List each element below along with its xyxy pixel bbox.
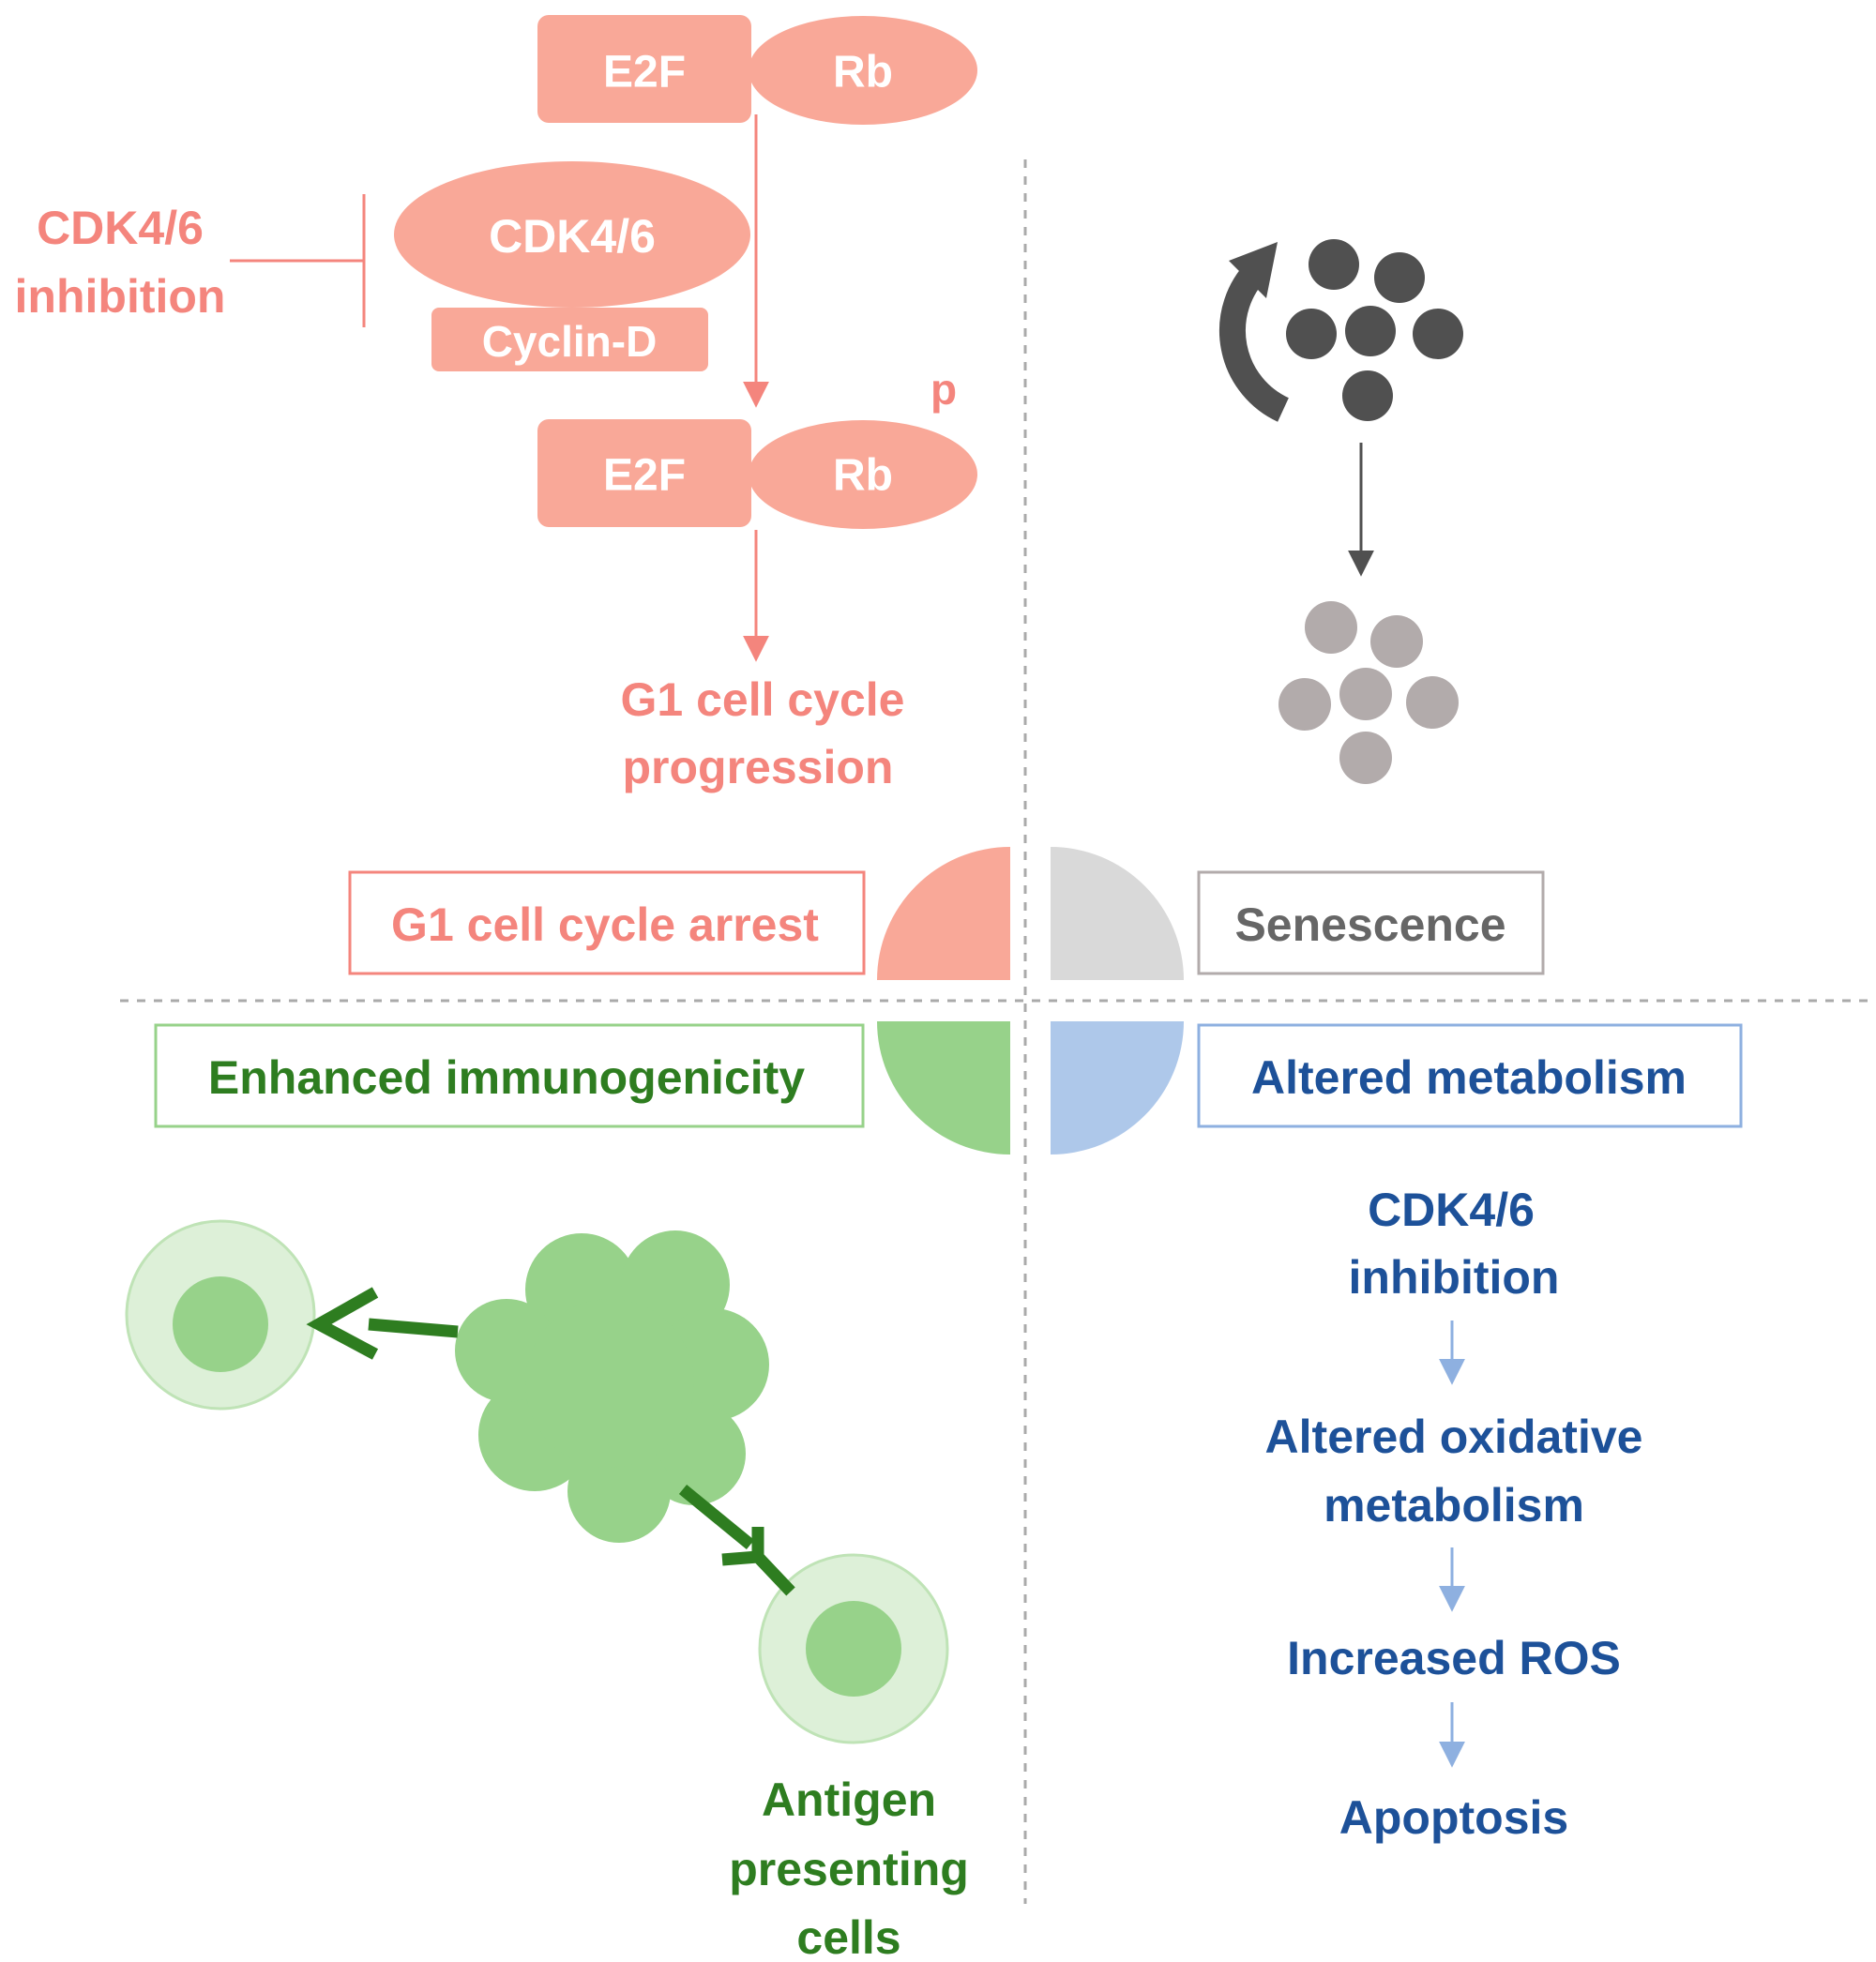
- cdk46-inhibitor: CDK4/6 inhibition: [15, 194, 366, 327]
- tumor-cell-cluster: [455, 1230, 769, 1543]
- immunogenicity-label: Enhanced immunogenicity: [208, 1051, 805, 1104]
- e2f-rb-complex-top: E2F Rb: [537, 15, 977, 125]
- dark-cell: [1342, 370, 1393, 421]
- inhibitor-label-line2: inhibition: [15, 270, 226, 323]
- cyclin-d-label: Cyclin-D: [482, 317, 658, 366]
- g1-arrest-label: G1 cell cycle arrest: [391, 898, 819, 951]
- dark-cell: [1345, 306, 1396, 356]
- apc-label-line2: presenting: [729, 1843, 969, 1895]
- metabolism-step-3: Increased ROS: [1287, 1632, 1621, 1684]
- g1-progression-line1: G1 cell cycle: [620, 673, 904, 726]
- quarter-arrest: [877, 847, 1010, 980]
- antigen-presenting-cell-left: [125, 1219, 316, 1411]
- box-immunogenicity: Enhanced immunogenicity: [154, 1023, 865, 1128]
- e2f-label-bottom: E2F: [603, 451, 686, 501]
- dark-cell: [1286, 309, 1337, 359]
- e2f-box-top: [537, 15, 751, 123]
- quarter-senescence: [1051, 847, 1184, 980]
- rb-ellipse-bottom: [749, 420, 977, 529]
- e2f-rb-pathway: E2F Rb CDK4/6 Cyclin-D CDK4/6 inhibition…: [15, 15, 977, 793]
- immune-illustration: Antigen presenting cells: [125, 1219, 969, 1962]
- center-quadrant-icons: [877, 847, 1184, 1155]
- grey-cell: [1339, 732, 1392, 784]
- senescent-cells: [1278, 601, 1459, 784]
- g1-progression-line2: progression: [623, 741, 894, 793]
- quadrant-dividers: [120, 159, 1869, 1904]
- quarter-metabolism: [1051, 1021, 1184, 1155]
- box-senescence: Senescence: [1197, 870, 1545, 975]
- metabolism-label: Altered metabolism: [1251, 1051, 1687, 1104]
- apc-label-line1: Antigen: [762, 1773, 936, 1826]
- proliferating-cells: [1286, 239, 1463, 421]
- cdk46-label: CDK4/6: [489, 210, 656, 263]
- grey-cell: [1339, 668, 1392, 720]
- cycle-arrow-icon: [1218, 261, 1290, 422]
- rb-ellipse-top: [749, 16, 977, 125]
- grey-cell: [1370, 615, 1423, 668]
- quarter-immunogenicity: [877, 1021, 1010, 1155]
- rb-label-top: Rb: [833, 48, 893, 98]
- metabolism-step-1-line2: inhibition: [1349, 1251, 1560, 1304]
- rb-label-bottom: Rb: [833, 451, 893, 501]
- grey-cell: [1278, 678, 1331, 731]
- metabolism-step-4: Apoptosis: [1339, 1791, 1568, 1844]
- metabolism-step-2-line2: metabolism: [1324, 1479, 1584, 1532]
- cdk46-ellipse: [394, 161, 750, 308]
- senescence-label: Senescence: [1234, 898, 1505, 951]
- senescence-illustration: [1218, 239, 1463, 784]
- inhibitor-label-line1: CDK4/6: [37, 202, 204, 254]
- box-g1-arrest: G1 cell cycle arrest: [348, 870, 866, 975]
- dark-cell: [1374, 252, 1425, 303]
- cycle-arrowhead-icon: [1229, 242, 1278, 298]
- grey-cell: [1305, 601, 1357, 654]
- phospho-label: p: [930, 365, 957, 414]
- e2f-rb-complex-phospho: E2F Rb p: [537, 365, 977, 529]
- apc-label-line3: cells: [796, 1911, 900, 1962]
- e2f-box-bottom: [537, 419, 751, 527]
- metabolism-step-1-line1: CDK4/6: [1368, 1184, 1535, 1236]
- receptor-left: [306, 1287, 459, 1360]
- e2f-label-top: E2F: [603, 48, 686, 98]
- receptor-right: [678, 1484, 795, 1596]
- antigen-presenting-cell-right: [758, 1553, 949, 1744]
- dark-cell: [1309, 239, 1359, 290]
- cdk-cyclin-complex: CDK4/6 Cyclin-D: [394, 161, 750, 371]
- cyclin-d-box: [431, 308, 708, 371]
- dark-cell: [1413, 309, 1463, 359]
- metabolism-step-2-line1: Altered oxidative: [1265, 1411, 1643, 1463]
- box-metabolism: Altered metabolism: [1197, 1023, 1743, 1128]
- metabolism-cascade: CDK4/6 inhibition Altered oxidative meta…: [1265, 1184, 1643, 1844]
- grey-cell: [1406, 676, 1459, 729]
